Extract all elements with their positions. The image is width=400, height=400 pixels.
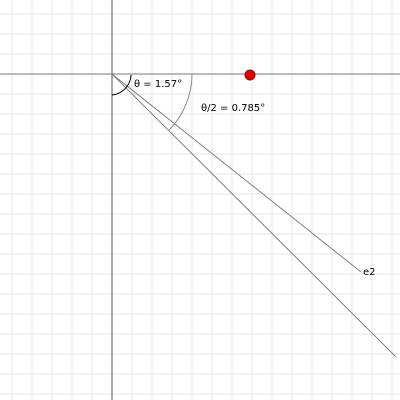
theta-angle-arc (111, 74, 132, 96)
theta-angle-label: θ = 1.57° (134, 79, 182, 90)
ray-e2-label: e2 (363, 267, 376, 278)
ray-long[interactable] (111, 73, 397, 358)
half-angle-arc (168, 73, 193, 131)
ray-e2[interactable] (111, 73, 362, 273)
half-angle-label: θ/2 = 0.785° (201, 103, 265, 114)
red-point-marker-icon[interactable] (244, 69, 256, 81)
